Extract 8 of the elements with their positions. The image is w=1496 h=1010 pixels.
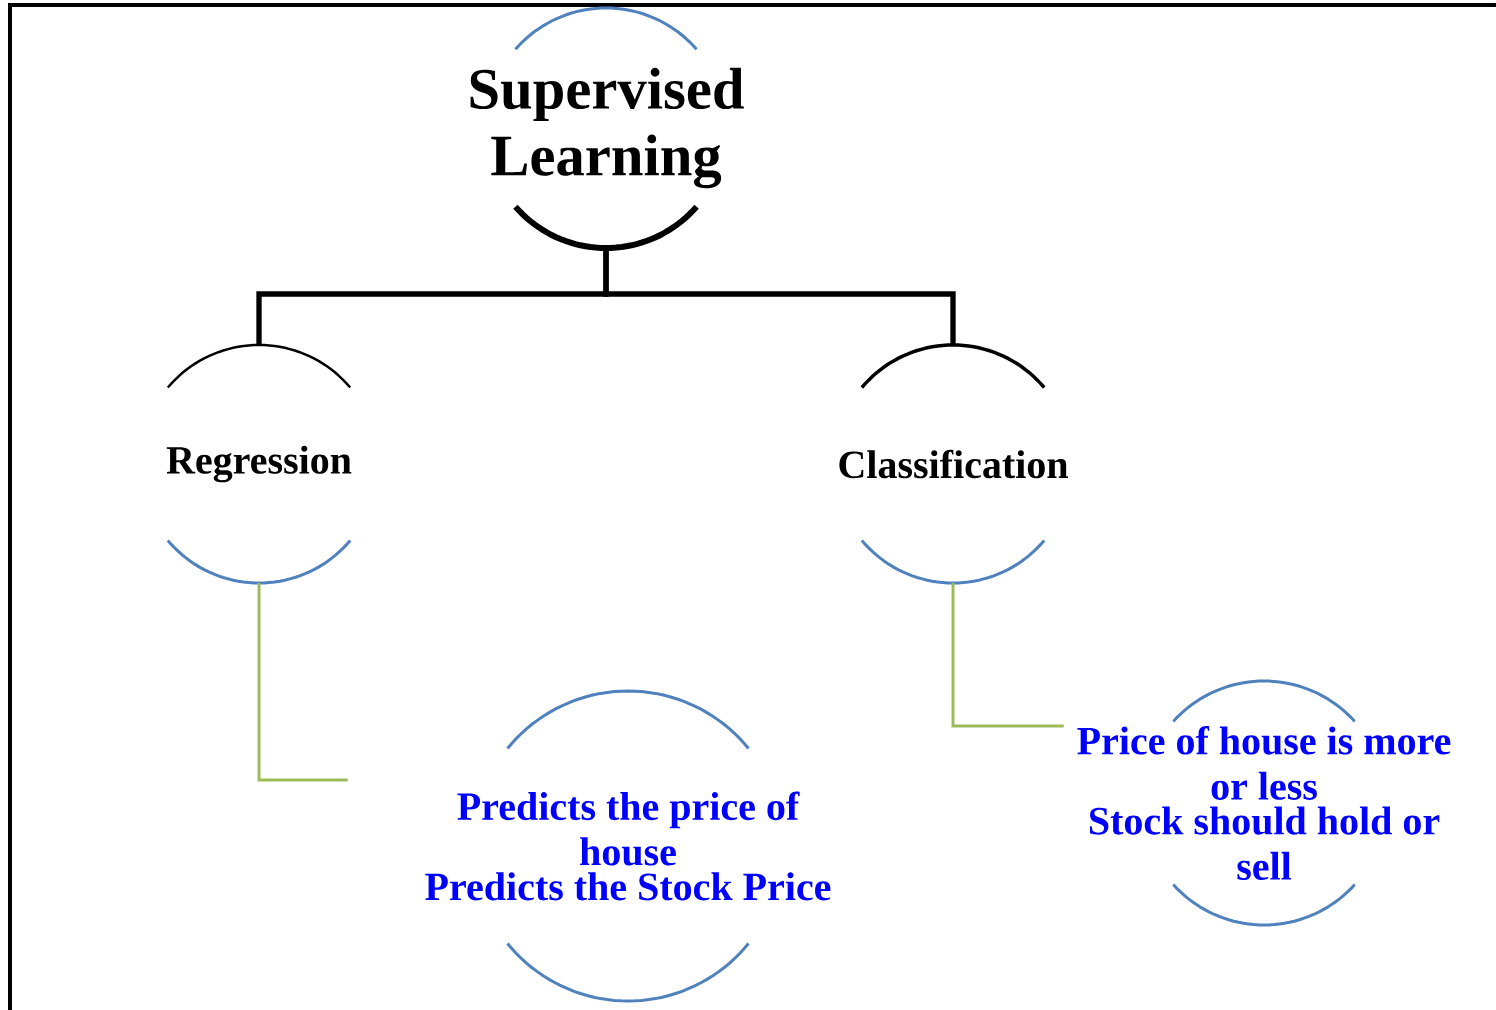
circle-node: Supervised Learning: [470, 6, 744, 251]
connector-line: [257, 582, 348, 782]
connector-line: [951, 582, 1064, 728]
circle-node: Predicts the price of house Predicts the Stock Price: [425, 689, 831, 1003]
circle-node: Price of house is more or less Stock should hold or sell: [1077, 679, 1451, 927]
circle-node: Regression: [166, 343, 352, 585]
circle-node: Classification: [839, 343, 1068, 585]
connector-line: [603, 248, 956, 346]
